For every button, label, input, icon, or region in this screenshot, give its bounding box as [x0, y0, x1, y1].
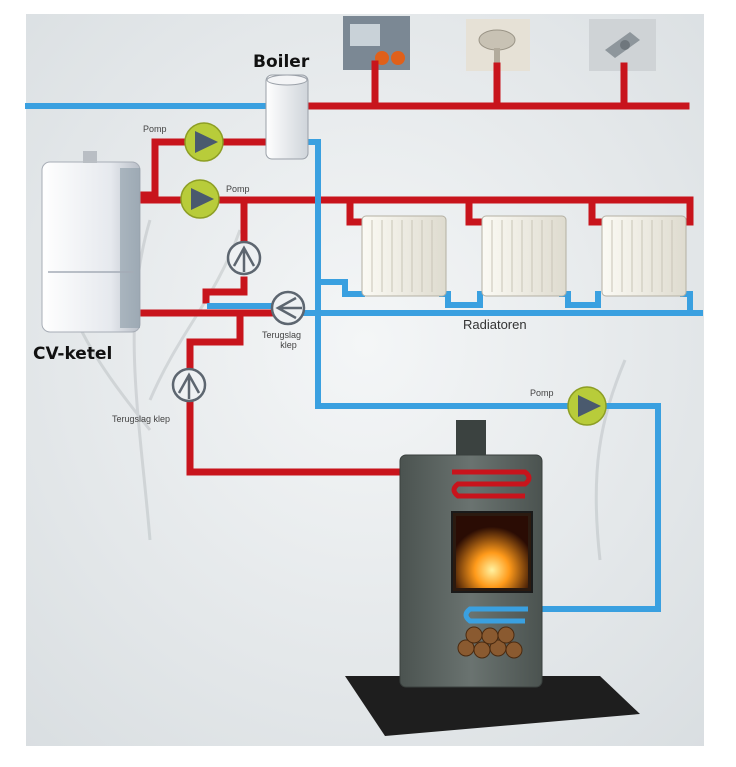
wood-stove [345, 420, 640, 736]
firewood [457, 626, 523, 659]
background [26, 14, 704, 746]
cv-ketel [41, 151, 141, 333]
terugslag-klep-1-label: Terugslag klep [262, 330, 301, 350]
radiator-1 [361, 215, 447, 297]
pomp-mid-label: Pomp [226, 184, 250, 194]
terugslag-klep-1-line1: Terugslag [262, 330, 302, 340]
terugslag-klep-2-label: Terugslag klep [112, 414, 171, 424]
check-valve-horizontal-icon [270, 290, 306, 326]
pump-top-icon [184, 122, 224, 162]
radiator-3 [601, 215, 687, 297]
boiler-tank [265, 74, 309, 160]
radiator-2 [481, 215, 567, 297]
pomp-right-label: Pomp [530, 388, 554, 398]
check-valve-vertical-2-icon [171, 367, 207, 403]
tap-photo-2-icon [589, 19, 656, 71]
pump-right-icon [567, 386, 607, 426]
check-valve-vertical-1-icon [226, 240, 262, 276]
terugslag-klep-1-line2: klep [280, 340, 297, 350]
cv-ketel-label: CV-ketel [33, 344, 113, 364]
boiler-label: Boiler [253, 52, 310, 72]
tap-photo-1-icon [343, 16, 410, 70]
shower-photo-icon [466, 19, 530, 71]
pomp-top-label: Pomp [143, 124, 167, 134]
pump-mid-icon [180, 179, 220, 219]
radiatoren-label: Radiatoren [463, 317, 527, 332]
